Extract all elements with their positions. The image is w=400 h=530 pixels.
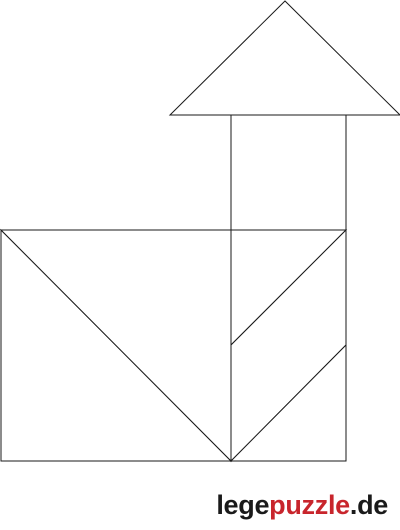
tangram-puzzle-outline	[0, 0, 400, 463]
brand-logo-lege: lege	[216, 490, 270, 520]
brand-logo: legepuzzle.de	[216, 492, 388, 519]
tower-square-piece	[230, 114, 347, 231]
brand-logo-domain: .de	[349, 490, 388, 520]
roof-triangle-piece	[168, 0, 400, 116]
brand-logo-puzzle: puzzle	[269, 490, 350, 520]
small-triangle-lower-piece	[229, 343, 347, 462]
